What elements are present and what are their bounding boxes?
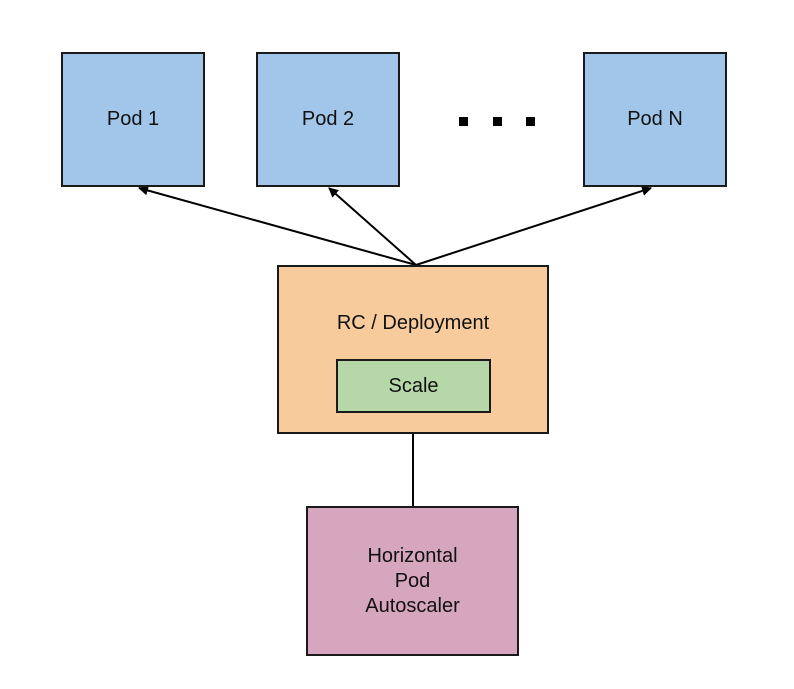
ellipsis-dot bbox=[459, 117, 468, 126]
rc-deployment-label: RC / Deployment bbox=[336, 312, 490, 334]
hpa-label-line-2: Pod bbox=[394, 569, 431, 592]
pod-2-label: Pod 2 bbox=[301, 108, 355, 130]
pod-n-box: Pod N bbox=[583, 52, 727, 187]
pod-n-label: Pod N bbox=[627, 108, 683, 130]
arrow-rc-to-pod-n bbox=[415, 186, 652, 266]
pod-2-box: Pod 2 bbox=[256, 52, 400, 187]
pod-1-label: Pod 1 bbox=[106, 108, 160, 130]
pod-1-box: Pod 1 bbox=[61, 52, 205, 187]
hpa-label-line-1: Horizontal bbox=[367, 544, 458, 567]
horizontal-pod-autoscaler-box: Horizontal Pod Autoscaler bbox=[306, 506, 519, 656]
scale-label: Scale bbox=[388, 374, 439, 397]
ellipsis-dot bbox=[526, 117, 535, 126]
ellipsis-dot bbox=[493, 117, 502, 126]
scale-box: Scale bbox=[336, 359, 491, 413]
hpa-label-line-3: Autoscaler bbox=[365, 594, 460, 617]
arrow-rc-to-pod-1 bbox=[138, 185, 417, 266]
arrow-rc-to-pod-2 bbox=[328, 187, 417, 266]
